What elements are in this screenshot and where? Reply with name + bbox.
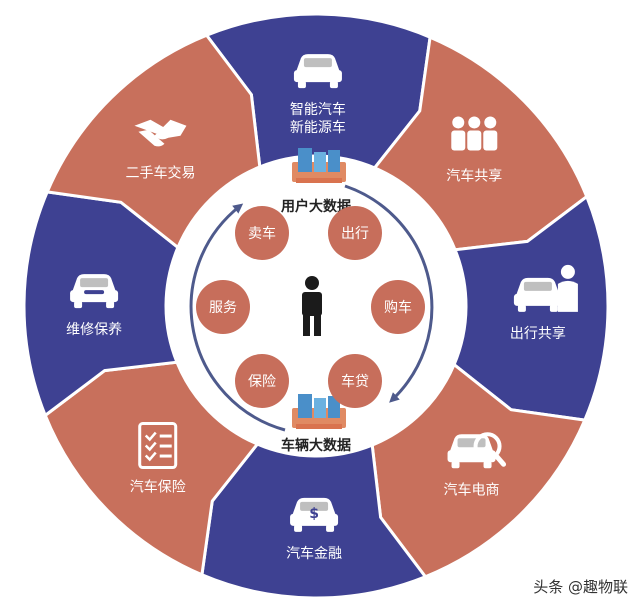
cycle-arrow-left — [189, 203, 286, 432]
inner-node-label: 车贷 — [341, 373, 369, 390]
inner-node-seller: 卖车 — [235, 206, 289, 260]
segment-label: 智能汽车 — [290, 101, 346, 118]
inner-node-travel: 出行 — [328, 206, 382, 260]
inner-node-label: 服务 — [209, 300, 237, 316]
inner-node-label: 保险 — [248, 374, 276, 390]
person-icon — [302, 276, 322, 336]
checklist-icon — [138, 422, 178, 470]
data-server-icon — [292, 394, 346, 429]
car-front-icon — [293, 54, 342, 89]
inner-node-loan: 车贷 — [328, 354, 382, 408]
people-group-icon — [451, 116, 498, 151]
car-wrench-icon — [70, 274, 119, 309]
segment-7: 二手车交易 — [45, 33, 262, 250]
segment-label: 汽车保险 — [130, 479, 186, 496]
inner-node-insurance: 保险 — [235, 354, 289, 408]
segment-label: 二手车交易 — [125, 165, 195, 182]
segment-label: 汽车电商 — [444, 481, 500, 498]
inner-node-label: 卖车 — [248, 225, 276, 242]
inner-node-label: 出行 — [341, 226, 369, 242]
segment-label: 新能源车 — [290, 119, 346, 136]
top-data-label: 用户大数据 — [281, 198, 351, 215]
inner-node-label: 购车 — [384, 299, 412, 316]
watermark: 头条 @趣物联 — [533, 578, 628, 596]
inner-node-purchase: 购车 — [371, 280, 425, 334]
segment-label: 汽车共享 — [446, 167, 502, 184]
car-search-icon — [447, 432, 507, 469]
segment-label: 维修保养 — [66, 322, 122, 338]
segment-label: 出行共享 — [510, 325, 566, 342]
inner-node-service: 服务 — [196, 280, 250, 334]
svg-text:$: $ — [309, 506, 319, 522]
bottom-data-label: 车辆大数据 — [281, 437, 351, 454]
segment-label: 汽车金融 — [286, 545, 342, 562]
handshake-icon — [134, 119, 187, 147]
car-dollar-icon: $ — [290, 497, 339, 532]
data-server-icon — [292, 148, 346, 183]
cycle-arrow-right — [344, 184, 434, 403]
car-with-person-icon — [513, 264, 578, 312]
